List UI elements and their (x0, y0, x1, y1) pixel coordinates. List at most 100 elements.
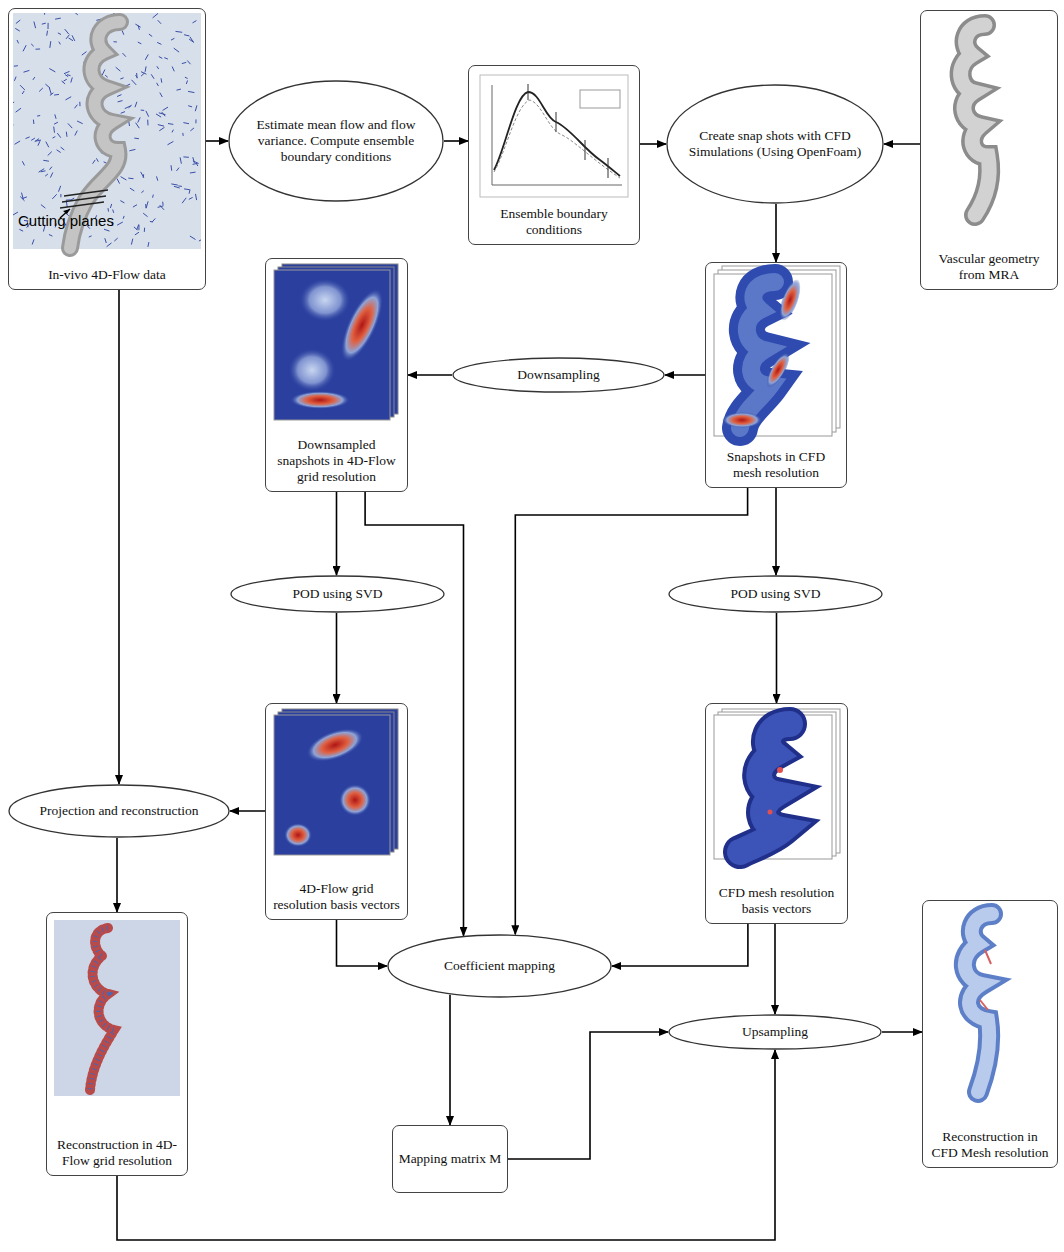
flow-stroke (16, 108, 21, 112)
flow-stroke (74, 13, 78, 15)
flow-volume-image (10, 11, 201, 250)
flow-stroke (150, 221, 153, 222)
node-label: Downsampling (503, 367, 614, 383)
flow-stroke (176, 31, 183, 33)
flow-stroke (38, 141, 40, 146)
flow-stroke (42, 23, 46, 24)
flow-stroke (184, 35, 189, 36)
flow-stroke (158, 20, 161, 24)
flow-stroke (149, 34, 152, 36)
flow-stroke (146, 111, 149, 117)
flow-stroke (49, 235, 53, 237)
flow-stroke (65, 75, 68, 77)
flow-stroke (50, 41, 51, 48)
result-box: Mapping matrix M (392, 1125, 508, 1193)
flow-stroke (57, 133, 61, 138)
flow-arrow (365, 492, 463, 936)
flow-arrow (640, 143, 666, 145)
flow-stroke (190, 172, 196, 174)
flow-stroke (48, 152, 52, 156)
flow-stroke (129, 149, 135, 150)
flow-stroke (118, 101, 123, 102)
flow-stroke (177, 168, 180, 171)
flow-stroke (133, 205, 137, 207)
flow-stroke (193, 21, 197, 23)
flow-stroke (65, 29, 69, 34)
flow-stroke (190, 37, 193, 42)
data-box: Downsampled snapshots in 4D-Flow grid re… (265, 258, 408, 492)
flow-stroke (50, 167, 52, 170)
node-label: Projection and reconstruction (26, 803, 213, 819)
flow-stroke (46, 31, 48, 36)
flow-stroke (31, 44, 34, 46)
flow-stroke (186, 81, 187, 85)
flow-arrow (508, 1032, 668, 1159)
flow-stroke (131, 239, 132, 245)
downsampled-snapshots-image (274, 264, 398, 420)
flow-stroke (22, 91, 24, 94)
flow-stroke (14, 65, 18, 67)
flow-stroke (157, 176, 158, 180)
flow-stroke (45, 174, 48, 176)
flow-arrow (116, 838, 118, 912)
flow-stroke (195, 119, 196, 123)
flow-stroke (49, 69, 55, 72)
flow-stroke (39, 169, 45, 173)
flow-stroke (190, 128, 194, 131)
flow-stroke (114, 41, 117, 42)
flow-stroke (31, 138, 35, 140)
flow-stroke (45, 84, 50, 88)
flow-stroke (89, 236, 92, 237)
flow-stroke (130, 188, 134, 191)
flow-stroke (143, 213, 147, 217)
flow-stroke (110, 204, 111, 208)
flow-stroke (114, 238, 117, 241)
flow-stroke (67, 75, 71, 76)
node-label: POD using SVD (716, 586, 834, 602)
flow-stroke (146, 201, 148, 208)
flow-stroke (22, 161, 24, 165)
flow-arrow (206, 140, 228, 142)
flow-stroke (122, 31, 124, 35)
flow-stroke (15, 141, 21, 144)
process-ellipse: POD using SVD (230, 575, 445, 613)
flow-stroke (185, 77, 188, 78)
flow-stroke (128, 178, 133, 180)
node-label: Downsampled snapshots in 4D-Flow grid re… (266, 437, 407, 491)
node-label: Estimate mean flow and flow variance. Co… (228, 117, 444, 165)
flow-stroke (172, 130, 173, 133)
flow-stroke (43, 160, 49, 162)
flow-stroke (23, 45, 26, 51)
flow-stroke (159, 57, 163, 59)
flow-stroke (79, 102, 80, 106)
flow-stroke (171, 38, 174, 40)
flow-stroke (172, 67, 174, 72)
flow-stroke (153, 13, 158, 18)
flow-stroke (159, 113, 166, 115)
cfd-basis-image (714, 709, 840, 859)
flow-stroke (157, 42, 161, 44)
flow-arrow (449, 995, 451, 1125)
flow-stroke (69, 38, 73, 41)
flow-stroke (44, 13, 45, 15)
flow-stroke (189, 190, 191, 194)
flow-stroke (145, 66, 146, 71)
flow-stroke (33, 120, 35, 124)
flow-stroke (123, 216, 124, 219)
flow-stroke (182, 198, 186, 203)
data-box: In-vivo 4D-Flow data (8, 8, 206, 290)
flow-stroke (64, 71, 70, 73)
flow-stroke (55, 114, 56, 118)
data-box: Vascular geometry from MRA (920, 10, 1058, 290)
node-label: In-vivo 4D-Flow data (42, 267, 172, 289)
flow-arrow (230, 810, 265, 812)
flow-stroke (59, 186, 61, 192)
flow-stroke (49, 88, 51, 95)
flow-arrow (665, 374, 705, 376)
flow-stroke (54, 122, 58, 124)
flow-stroke (60, 194, 61, 197)
flow-stroke (178, 185, 182, 187)
node-label: Reconstruction in CFD Mesh resolution (923, 1129, 1057, 1167)
